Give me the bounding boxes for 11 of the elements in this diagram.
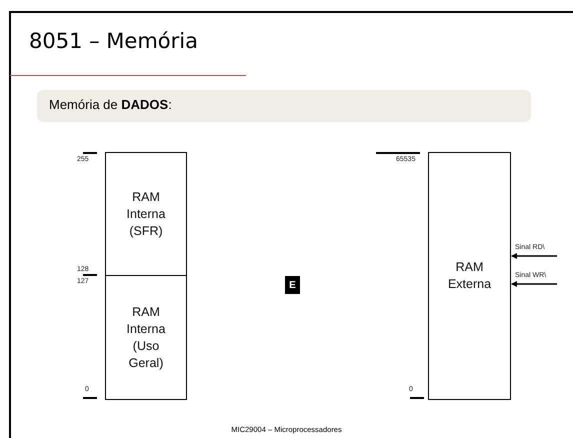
block-label: RAM Externa	[446, 259, 492, 293]
signal-arrow	[511, 281, 557, 287]
memory-block	[428, 152, 511, 400]
block-label: RAM Interna (SFR)	[126, 188, 166, 240]
memory-block	[105, 275, 187, 400]
signal-arrow	[511, 253, 557, 259]
section-heading: Memória de DADOS:	[49, 97, 172, 114]
memory-block	[105, 152, 187, 276]
letter-tag: E	[285, 276, 300, 294]
block-label: RAM Interna (Uso Geral)	[126, 304, 166, 372]
slide-title: 8051 – Memória	[29, 28, 198, 54]
